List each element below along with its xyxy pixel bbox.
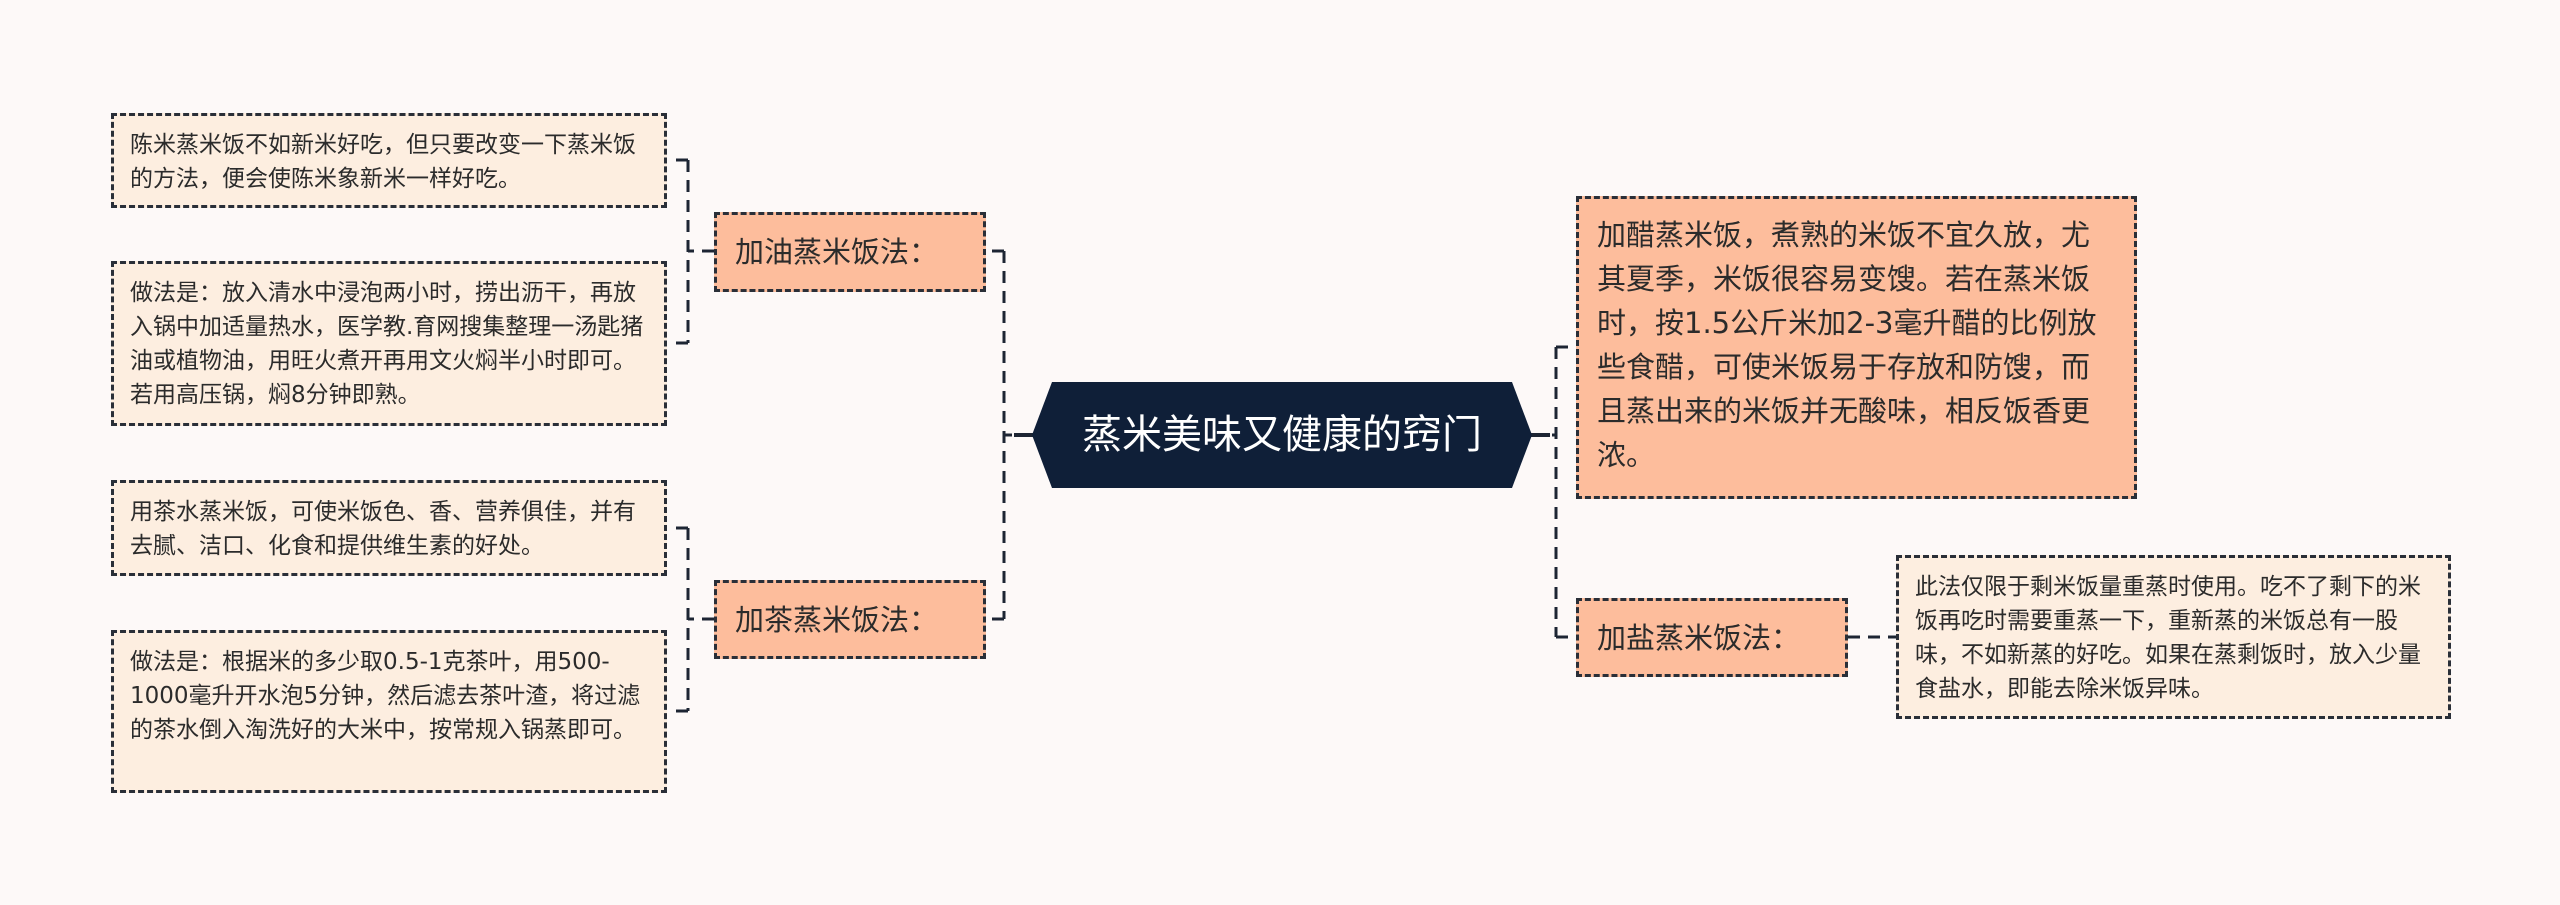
branch-label: 加茶蒸米饭法： [735,602,939,637]
leaf-text: 做法是：根据米的多少取0.5-1克茶叶，用500-1000毫升开水泡5分钟，然后… [130,649,641,743]
central-topic[interactable]: 蒸米美味又健康的窍门 [1032,382,1532,488]
branch-salt-method[interactable]: 加盐蒸米饭法： [1576,598,1848,677]
branch-vinegar-method[interactable]: 加醋蒸米饭，煮熟的米饭不宜久放，尤其夏季，米饭很容易变馊。若在蒸米饭时，按1.5… [1576,196,2137,499]
leaf-salt-steps[interactable]: 此法仅限于剩米饭量重蒸时使用。吃不了剩下的米饭再吃时需要重蒸一下，重新蒸的米饭总… [1896,555,2451,719]
leaf-text: 陈米蒸米饭不如新米好吃，但只要改变一下蒸米饭的方法，便会使陈米象新米一样好吃。 [130,132,636,192]
leaf-text: 此法仅限于剩米饭量重蒸时使用。吃不了剩下的米饭再吃时需要重蒸一下，重新蒸的米饭总… [1915,574,2421,702]
leaf-text: 做法是：放入清水中浸泡两小时，捞出沥干，再放入锅中加适量热水，医学教.育网搜集整… [130,280,644,408]
leaf-tea-steps[interactable]: 做法是：根据米的多少取0.5-1克茶叶，用500-1000毫升开水泡5分钟，然后… [111,630,667,793]
branch-oil-method[interactable]: 加油蒸米饭法： [714,212,986,292]
branch-label: 加盐蒸米饭法： [1597,620,1801,655]
leaf-text: 用茶水蒸米饭，可使米饭色、香、营养俱佳，并有去腻、洁口、化食和提供维生素的好处。 [130,499,636,559]
central-topic-label: 蒸米美味又健康的窍门 [1082,412,1482,458]
branch-label: 加醋蒸米饭，煮熟的米饭不宜久放，尤其夏季，米饭很容易变馊。若在蒸米饭时，按1.5… [1597,218,2097,472]
leaf-oil-intro[interactable]: 陈米蒸米饭不如新米好吃，但只要改变一下蒸米饭的方法，便会使陈米象新米一样好吃。 [111,113,667,208]
leaf-oil-steps[interactable]: 做法是：放入清水中浸泡两小时，捞出沥干，再放入锅中加适量热水，医学教.育网搜集整… [111,261,667,426]
branch-label: 加油蒸米饭法： [735,235,939,269]
leaf-tea-intro[interactable]: 用茶水蒸米饭，可使米饭色、香、营养俱佳，并有去腻、洁口、化食和提供维生素的好处。 [111,480,667,576]
branch-tea-method[interactable]: 加茶蒸米饭法： [714,580,986,659]
